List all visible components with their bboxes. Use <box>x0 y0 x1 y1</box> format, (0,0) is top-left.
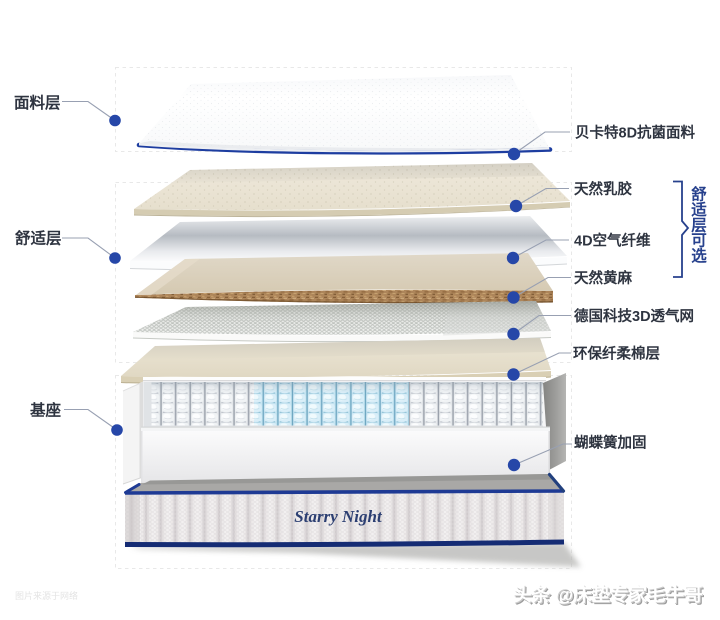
svg-text:头条 @床垫专家毛牛哥: 头条 @床垫专家毛牛哥 <box>513 584 703 605</box>
svg-text:舒适层可选: 舒适层可选 <box>691 185 707 266</box>
svg-text:舒适层: 舒适层 <box>15 229 62 248</box>
svg-text:贝卡特8D抗菌面料: 贝卡特8D抗菌面料 <box>575 124 696 142</box>
svg-text:德国科技3D透气网: 德国科技3D透气网 <box>574 307 694 325</box>
svg-text:基座: 基座 <box>29 401 62 420</box>
svg-text:头条 @床垫专家毛牛哥: 头条 @床垫专家毛牛哥 <box>514 585 704 606</box>
svg-text:面料层: 面料层 <box>14 93 61 112</box>
svg-text:环保纤柔棉层: 环保纤柔棉层 <box>573 345 660 363</box>
svg-text:天然乳胶: 天然乳胶 <box>574 180 632 198</box>
svg-text:4D空气纤维: 4D空气纤维 <box>574 232 651 250</box>
svg-text:头条 @床垫专家毛牛哥: 头条 @床垫专家毛牛哥 <box>515 586 705 607</box>
svg-text:蝴蝶簧加固: 蝴蝶簧加固 <box>574 434 647 452</box>
svg-text:图片来源于网络: 图片来源于网络 <box>15 590 78 601</box>
svg-text:天然黄麻: 天然黄麻 <box>574 269 632 287</box>
svg-text:Starry Night: Starry Night <box>294 507 383 526</box>
